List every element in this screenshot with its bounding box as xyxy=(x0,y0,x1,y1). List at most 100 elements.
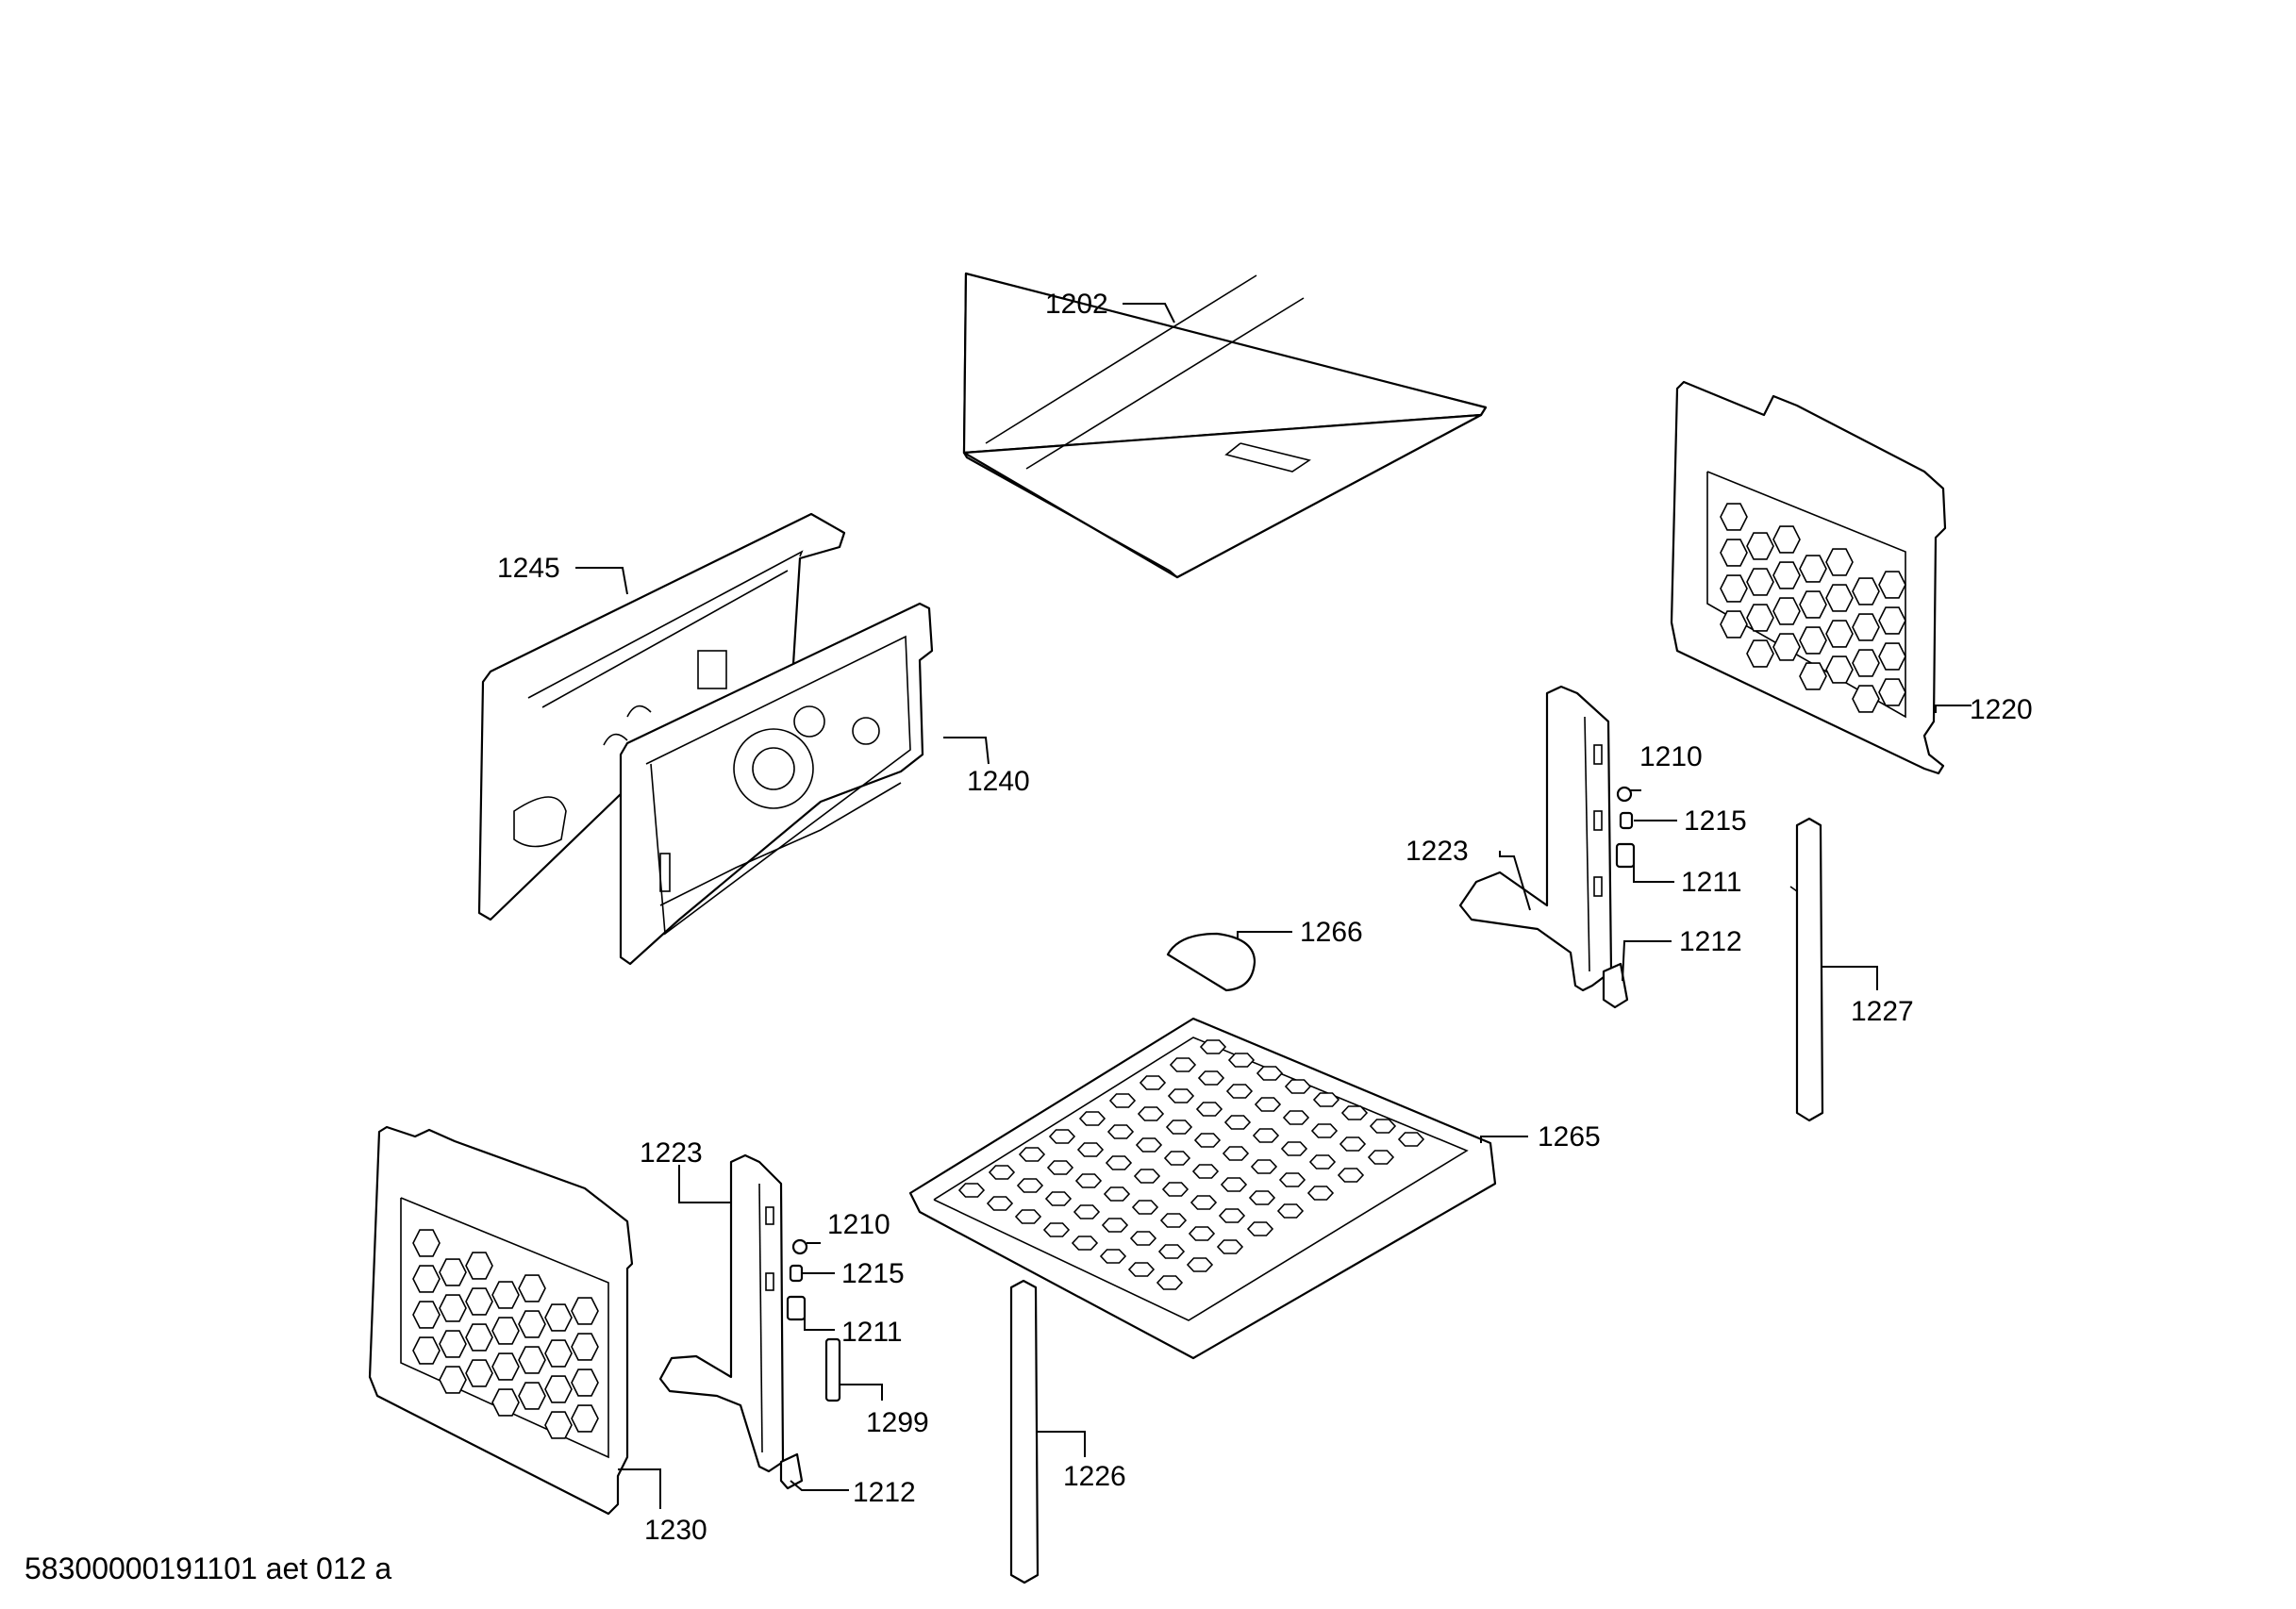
perforation-hex xyxy=(1074,1173,1103,1188)
perforation-hex xyxy=(1254,1097,1282,1112)
perforation-hex xyxy=(1799,662,1827,690)
perforation-hex xyxy=(1878,678,1906,706)
callout-1220: 1220 xyxy=(1970,694,2033,725)
part-screw-right-1210 xyxy=(1616,786,1633,803)
callout-1226: 1226 xyxy=(1063,1461,1126,1492)
perforation-hex xyxy=(1159,1213,1188,1228)
perforation-hex xyxy=(1256,1066,1284,1081)
perforation-hex xyxy=(1248,1190,1276,1205)
perforation-hex xyxy=(491,1281,520,1309)
part-hinge-right-1212 xyxy=(1602,962,1629,1009)
callout-1202: 1202 xyxy=(1045,289,1108,320)
perforation-hex xyxy=(1250,1159,1278,1174)
perforation-hex xyxy=(1106,1124,1135,1139)
part-shelf-support-right xyxy=(1458,685,1613,992)
perforation-hex xyxy=(412,1265,441,1293)
perforation-hex xyxy=(1852,613,1880,641)
part-screw-left-1210 xyxy=(791,1238,808,1255)
perforation-hex xyxy=(1218,1208,1246,1223)
part-bracket-left-1211 xyxy=(786,1295,807,1321)
part-right-side-panel xyxy=(1670,380,1947,775)
callout-1230: 1230 xyxy=(644,1515,707,1546)
part-top-cover xyxy=(962,272,1488,579)
perforation-hex xyxy=(1101,1218,1129,1233)
perforation-hex xyxy=(1042,1222,1071,1237)
part-left-side-panel xyxy=(368,1125,634,1516)
perforation-hex xyxy=(1167,1088,1195,1103)
callout-1245: 1245 xyxy=(497,553,560,584)
part-hinge-left-1212 xyxy=(779,1452,804,1490)
perforation-hex xyxy=(1139,1075,1167,1090)
part-clip-right-1215 xyxy=(1619,811,1634,830)
perforation-hex xyxy=(1799,626,1827,655)
perforation-hex xyxy=(1135,1137,1163,1153)
perforation-hex xyxy=(1799,590,1827,619)
callout-1210-right: 1210 xyxy=(1639,741,1703,772)
perforation-hex xyxy=(1193,1133,1222,1148)
perforation-hex xyxy=(1133,1169,1161,1184)
part-rear-panel xyxy=(477,512,846,921)
part-clip-left-1215 xyxy=(789,1264,804,1283)
perforation-hex xyxy=(412,1229,441,1257)
perforation-hex xyxy=(1220,1177,1248,1192)
perforation-hex xyxy=(1165,1120,1193,1135)
perforation-hex xyxy=(1852,685,1880,713)
part-shelf-support-left xyxy=(658,1153,785,1473)
perforation-hex xyxy=(439,1258,467,1286)
perforation-hex xyxy=(439,1330,467,1358)
perforation-hex xyxy=(1772,633,1801,661)
perforation-hex xyxy=(1746,532,1774,560)
callout-1211-left: 1211 xyxy=(841,1317,903,1348)
perforation-hex xyxy=(1246,1221,1274,1236)
perforation-hex xyxy=(1191,1164,1220,1179)
perforation-hex xyxy=(1157,1244,1186,1259)
perforation-hex xyxy=(1772,597,1801,625)
perforation-hex xyxy=(1018,1147,1046,1162)
perforation-hex xyxy=(1223,1115,1252,1130)
perforation-hex xyxy=(1156,1275,1184,1290)
perforation-hex xyxy=(1720,539,1748,567)
perforation-hex xyxy=(1746,639,1774,668)
perforation-hex xyxy=(1280,1141,1308,1156)
callout-1265: 1265 xyxy=(1538,1121,1601,1153)
part-bracket-right-1211 xyxy=(1615,842,1636,869)
perforation-hex xyxy=(1188,1226,1216,1241)
perforation-hex xyxy=(571,1368,599,1397)
perforation-hex xyxy=(988,1165,1016,1180)
perforation-hex xyxy=(1076,1142,1105,1157)
perforation-hex xyxy=(957,1183,986,1198)
perforation-hex xyxy=(412,1301,441,1329)
perforation-hex xyxy=(491,1352,520,1381)
perforation-hex xyxy=(518,1382,546,1410)
perforation-hex xyxy=(1772,561,1801,589)
perforation-hex xyxy=(1852,577,1880,605)
perforation-hex xyxy=(1310,1123,1339,1138)
callout-1299: 1299 xyxy=(866,1407,929,1438)
perforation-hex xyxy=(1225,1084,1254,1099)
callout-1227: 1227 xyxy=(1851,996,1914,1027)
perforation-hex xyxy=(1312,1092,1340,1107)
callout-1210-left: 1210 xyxy=(827,1209,890,1240)
callout-1223-left: 1223 xyxy=(640,1137,703,1169)
perforation-hex xyxy=(1369,1119,1397,1134)
perforation-hex xyxy=(439,1366,467,1394)
perforation-hex xyxy=(1078,1111,1106,1126)
leader-lines xyxy=(575,303,1972,1509)
perforation-hex xyxy=(1163,1151,1191,1166)
perforation-hex xyxy=(1720,503,1748,531)
perforation-hex xyxy=(1190,1195,1218,1210)
perforation-hex xyxy=(465,1323,493,1352)
perforation-hex xyxy=(1016,1178,1044,1193)
perforation-hex xyxy=(1197,1070,1225,1086)
perforation-hex xyxy=(1340,1105,1369,1120)
perforation-hex xyxy=(518,1274,546,1302)
perforation-hex xyxy=(571,1404,599,1433)
perforation-hex xyxy=(1852,649,1880,677)
callout-1223-right: 1223 xyxy=(1406,836,1469,867)
perforation-hex xyxy=(1227,1053,1256,1068)
perforation-hex xyxy=(1825,655,1854,684)
perforation-hex xyxy=(1878,571,1906,599)
perforation-hex xyxy=(465,1359,493,1387)
callout-1215-right: 1215 xyxy=(1684,805,1747,837)
